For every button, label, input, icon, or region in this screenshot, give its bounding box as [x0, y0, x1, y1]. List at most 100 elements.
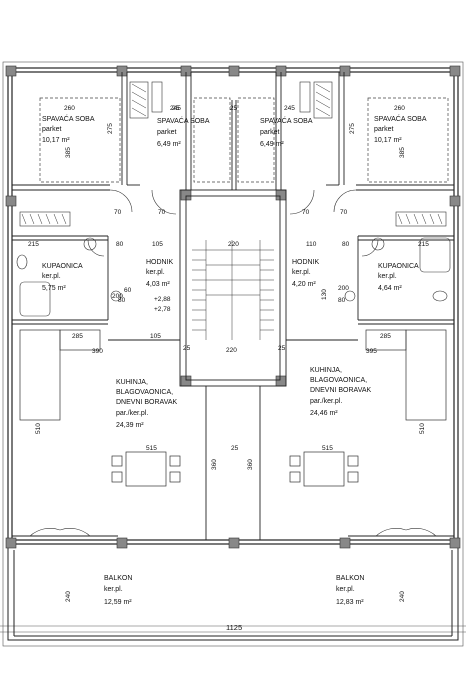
- dim-215: 215: [28, 241, 39, 248]
- dimension-labels: 25 25 275 275 385 385 215 215 105 105 11…: [28, 105, 429, 632]
- bed4-floor: parket: [374, 126, 394, 133]
- bed3-name: SPAVAĆA SOBA: [260, 116, 313, 125]
- dim-220: 220: [228, 241, 239, 248]
- room-labels: SPAVAĆA SOBA parket 10,17 m² 260 SPAVAĆA…: [42, 105, 427, 606]
- balcony-left-floor: ker.pl.: [104, 586, 123, 593]
- dim-385: 385: [65, 147, 72, 158]
- dim-200: 200: [112, 293, 123, 300]
- bed2-area: 6,49 m²: [157, 141, 181, 148]
- dim-80: 80: [342, 241, 350, 248]
- dim-70: 70: [158, 209, 166, 216]
- bath-left-name: KUPAONICA: [42, 263, 83, 270]
- bath-right-name: KUPAONICA: [378, 263, 419, 270]
- dim-80: 80: [338, 297, 346, 304]
- living-right-l2: BLAGOVAONICA,: [310, 377, 367, 384]
- dim-60: 60: [124, 287, 132, 294]
- living-right-area: 24,46 m²: [310, 410, 338, 417]
- living-left-area: 24,39 m²: [116, 422, 144, 429]
- balcony-right-name: BALKON: [336, 575, 364, 582]
- structural-columns: [5, 65, 461, 549]
- dim-510: 510: [419, 423, 426, 434]
- kitchen-counters: [19, 329, 447, 421]
- dim-360: 360: [211, 459, 218, 470]
- closet-hatching: [21, 83, 443, 225]
- bed1-floor: parket: [42, 126, 62, 133]
- bed3-width: 245: [284, 105, 295, 112]
- dim-240: 240: [399, 591, 406, 602]
- dim-515: 515: [146, 445, 157, 452]
- bed1-name: SPAVAĆA SOBA: [42, 114, 95, 123]
- bath-left-area: 5,75 m²: [42, 285, 66, 292]
- balcony-doors: [29, 528, 437, 537]
- dim-285: 285: [72, 333, 83, 340]
- dim-80: 80: [116, 241, 124, 248]
- dim-515: 515: [322, 445, 333, 452]
- hall-left-area: 4,03 m²: [146, 281, 170, 288]
- dim-25: 25: [278, 345, 286, 352]
- dim-390: 390: [92, 348, 103, 355]
- hall-right-name: HODNIK: [292, 259, 320, 266]
- dim-275: 275: [349, 123, 356, 134]
- living-left-floor: par./ker.pl.: [116, 410, 148, 417]
- dim-25: 25: [183, 345, 191, 352]
- dim-275: 275: [107, 123, 114, 134]
- hall-left-floor: ker.pl.: [146, 269, 165, 276]
- living-right-l3: DNEVNI BORAVAK: [310, 387, 372, 394]
- bed4-area: 10,17 m²: [374, 137, 402, 144]
- hall-right-floor: ker.pl.: [292, 269, 311, 276]
- staircase: [192, 240, 274, 340]
- bath-right-floor: ker.pl.: [378, 273, 397, 280]
- dim-105: 105: [152, 241, 163, 248]
- bed-outlines: [39, 97, 449, 183]
- living-left-l2: BLAGOVAONICA,: [116, 389, 173, 396]
- bath-right-area: 4,64 m²: [378, 285, 402, 292]
- dim-285: 285: [380, 333, 391, 340]
- bed2-width: 245: [170, 105, 181, 112]
- dim-70: 70: [114, 209, 122, 216]
- dim-215: 215: [418, 241, 429, 248]
- dim-110: 110: [306, 241, 317, 248]
- living-left-l3: DNEVNI BORAVAK: [116, 399, 178, 406]
- bed4-name: SPAVAĆA SOBA: [374, 114, 427, 123]
- bed4-width: 260: [394, 105, 405, 112]
- door-swings: [87, 189, 379, 257]
- bed2-name: SPAVAĆA SOBA: [157, 116, 210, 125]
- dim-70: 70: [340, 209, 348, 216]
- balcony-right-area: 12,83 m²: [336, 599, 364, 606]
- dim-130: 130: [321, 289, 328, 300]
- dim-105: 105: [150, 333, 161, 340]
- dim-70: 70: [302, 209, 310, 216]
- hall-right-area: 4,20 m²: [292, 281, 316, 288]
- dim-385: 385: [399, 147, 406, 158]
- bath-left-floor: ker.pl.: [42, 273, 61, 280]
- dim-510: 510: [35, 423, 42, 434]
- bed3-floor: parket: [260, 129, 280, 136]
- dim-220: 220: [226, 347, 237, 354]
- level-mark: +2,78: [154, 306, 171, 313]
- hall-left-name: HODNIK: [146, 259, 174, 266]
- balcony-right-floor: ker.pl.: [336, 586, 355, 593]
- dimension-frame: [0, 61, 466, 647]
- balcony-left-name: BALKON: [104, 575, 132, 582]
- bed2-floor: parket: [157, 129, 177, 136]
- dim-395: 395: [366, 348, 377, 355]
- living-right-l1: KUHINJA,: [310, 367, 342, 374]
- dim-240: 240: [65, 591, 72, 602]
- interior-walls: [12, 72, 454, 540]
- balcony-left-area: 12,59 m²: [104, 599, 132, 606]
- dim-360: 360: [247, 459, 254, 470]
- wardrobes: [19, 81, 447, 227]
- bed1-area: 10,17 m²: [42, 137, 70, 144]
- dim-80: 80: [118, 297, 126, 304]
- dining-tables: [111, 451, 359, 487]
- dim-25: 25: [172, 105, 180, 112]
- living-right-floor: par./ker.pl.: [310, 398, 342, 405]
- level-mark: +2,88: [154, 296, 171, 303]
- bathroom-fixtures: [16, 237, 451, 317]
- dim-25: 25: [230, 105, 238, 112]
- dim-200: 200: [338, 285, 349, 292]
- dim-1125: 1125: [226, 623, 242, 632]
- dim-25: 25: [231, 445, 239, 452]
- bed1-width: 260: [64, 105, 75, 112]
